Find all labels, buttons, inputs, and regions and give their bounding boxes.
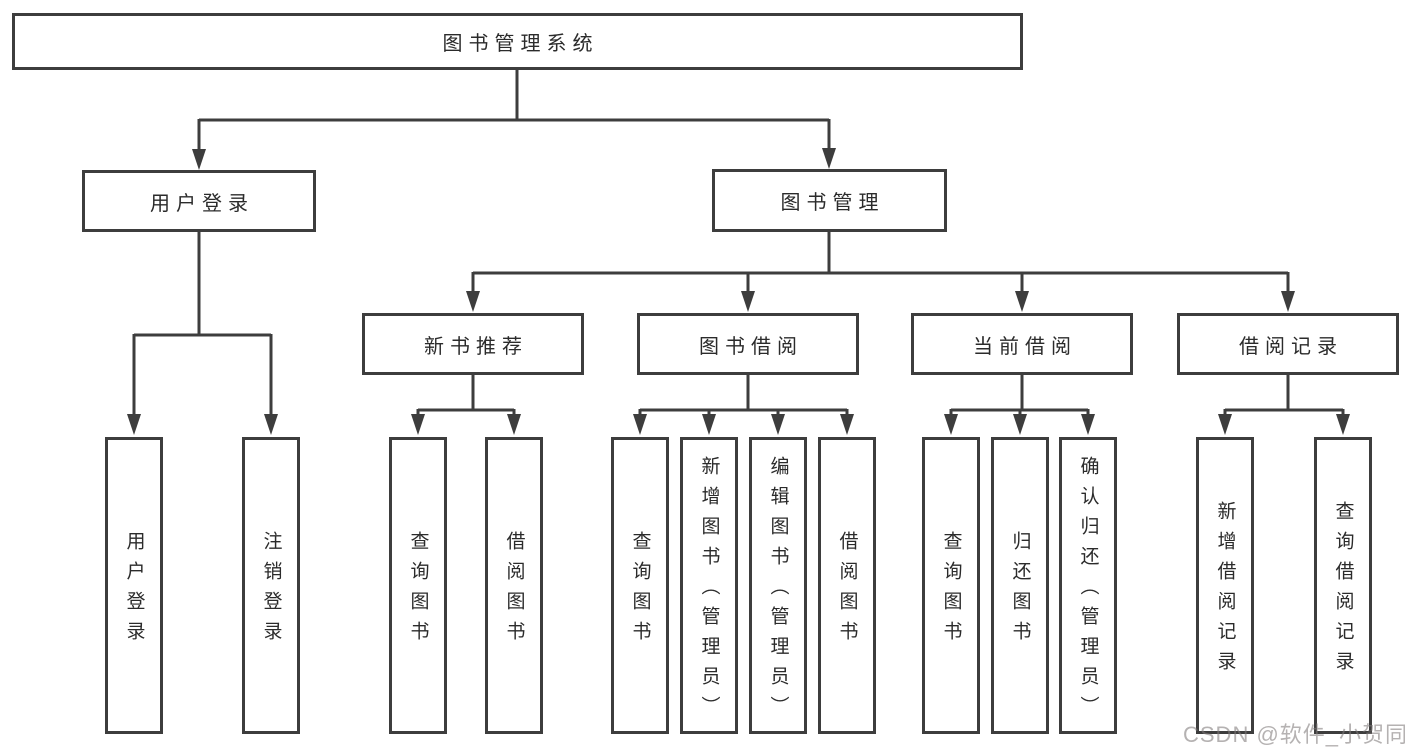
node-user-login-branch-label: 用户登录 bbox=[150, 192, 254, 215]
node-new-book-recommend-label: 新书推荐 bbox=[424, 335, 528, 358]
node-new-book-recommend: 新书推荐 bbox=[362, 313, 584, 375]
leaf-add-books-admin: 新增图书（管理员） bbox=[680, 437, 738, 734]
node-root: 图书管理系统 bbox=[12, 13, 1023, 70]
leaf-query-borrow-record-label: 查询借阅记录 bbox=[1332, 501, 1354, 681]
leaf-borrow-books-1: 借阅图书 bbox=[485, 437, 543, 734]
leaf-return-books: 归还图书 bbox=[991, 437, 1049, 734]
leaf-user-login-label: 用户登录 bbox=[123, 531, 145, 651]
leaf-confirm-return-admin-label: 确认归还（管理员） bbox=[1077, 456, 1099, 726]
leaf-edit-books-admin: 编辑图书（管理员） bbox=[749, 437, 807, 734]
leaf-add-borrow-record: 新增借阅记录 bbox=[1196, 437, 1254, 734]
leaf-query-books-1: 查询图书 bbox=[389, 437, 447, 734]
leaf-query-books-3: 查询图书 bbox=[922, 437, 980, 734]
leaf-query-books-2-label: 查询图书 bbox=[629, 531, 651, 651]
leaf-query-borrow-record: 查询借阅记录 bbox=[1314, 437, 1372, 734]
leaf-return-books-label: 归还图书 bbox=[1009, 531, 1031, 651]
leaf-borrow-books-2: 借阅图书 bbox=[818, 437, 876, 734]
node-book-borrow-label: 图书借阅 bbox=[699, 335, 803, 358]
node-current-borrow-label: 当前借阅 bbox=[973, 335, 1077, 358]
node-borrow-records-label: 借阅记录 bbox=[1239, 335, 1343, 358]
leaf-borrow-books-2-label: 借阅图书 bbox=[836, 531, 858, 651]
leaf-confirm-return-admin: 确认归还（管理员） bbox=[1059, 437, 1117, 734]
node-user-login-branch: 用户登录 bbox=[82, 170, 316, 232]
leaf-query-books-2: 查询图书 bbox=[611, 437, 669, 734]
node-book-borrow: 图书借阅 bbox=[637, 313, 859, 375]
leaf-query-books-1-label: 查询图书 bbox=[407, 531, 429, 651]
node-borrow-records: 借阅记录 bbox=[1177, 313, 1399, 375]
leaf-logout-label: 注销登录 bbox=[260, 531, 282, 651]
node-book-management-branch-label: 图书管理 bbox=[780, 192, 885, 214]
leaf-user-login: 用户登录 bbox=[105, 437, 163, 734]
node-root-label: 图书管理系统 bbox=[442, 33, 599, 55]
leaf-logout: 注销登录 bbox=[242, 437, 300, 734]
leaf-query-books-3-label: 查询图书 bbox=[940, 531, 962, 651]
leaf-add-borrow-record-label: 新增借阅记录 bbox=[1214, 501, 1236, 681]
node-book-management-branch: 图书管理 bbox=[712, 169, 947, 232]
node-current-borrow: 当前借阅 bbox=[911, 313, 1133, 375]
leaf-edit-books-admin-label: 编辑图书（管理员） bbox=[767, 456, 789, 726]
csdn-watermark: CSDN @软件_小贺同学 bbox=[1183, 722, 1405, 747]
leaf-borrow-books-1-label: 借阅图书 bbox=[503, 531, 525, 651]
leaf-add-books-admin-label: 新增图书（管理员） bbox=[698, 456, 720, 726]
